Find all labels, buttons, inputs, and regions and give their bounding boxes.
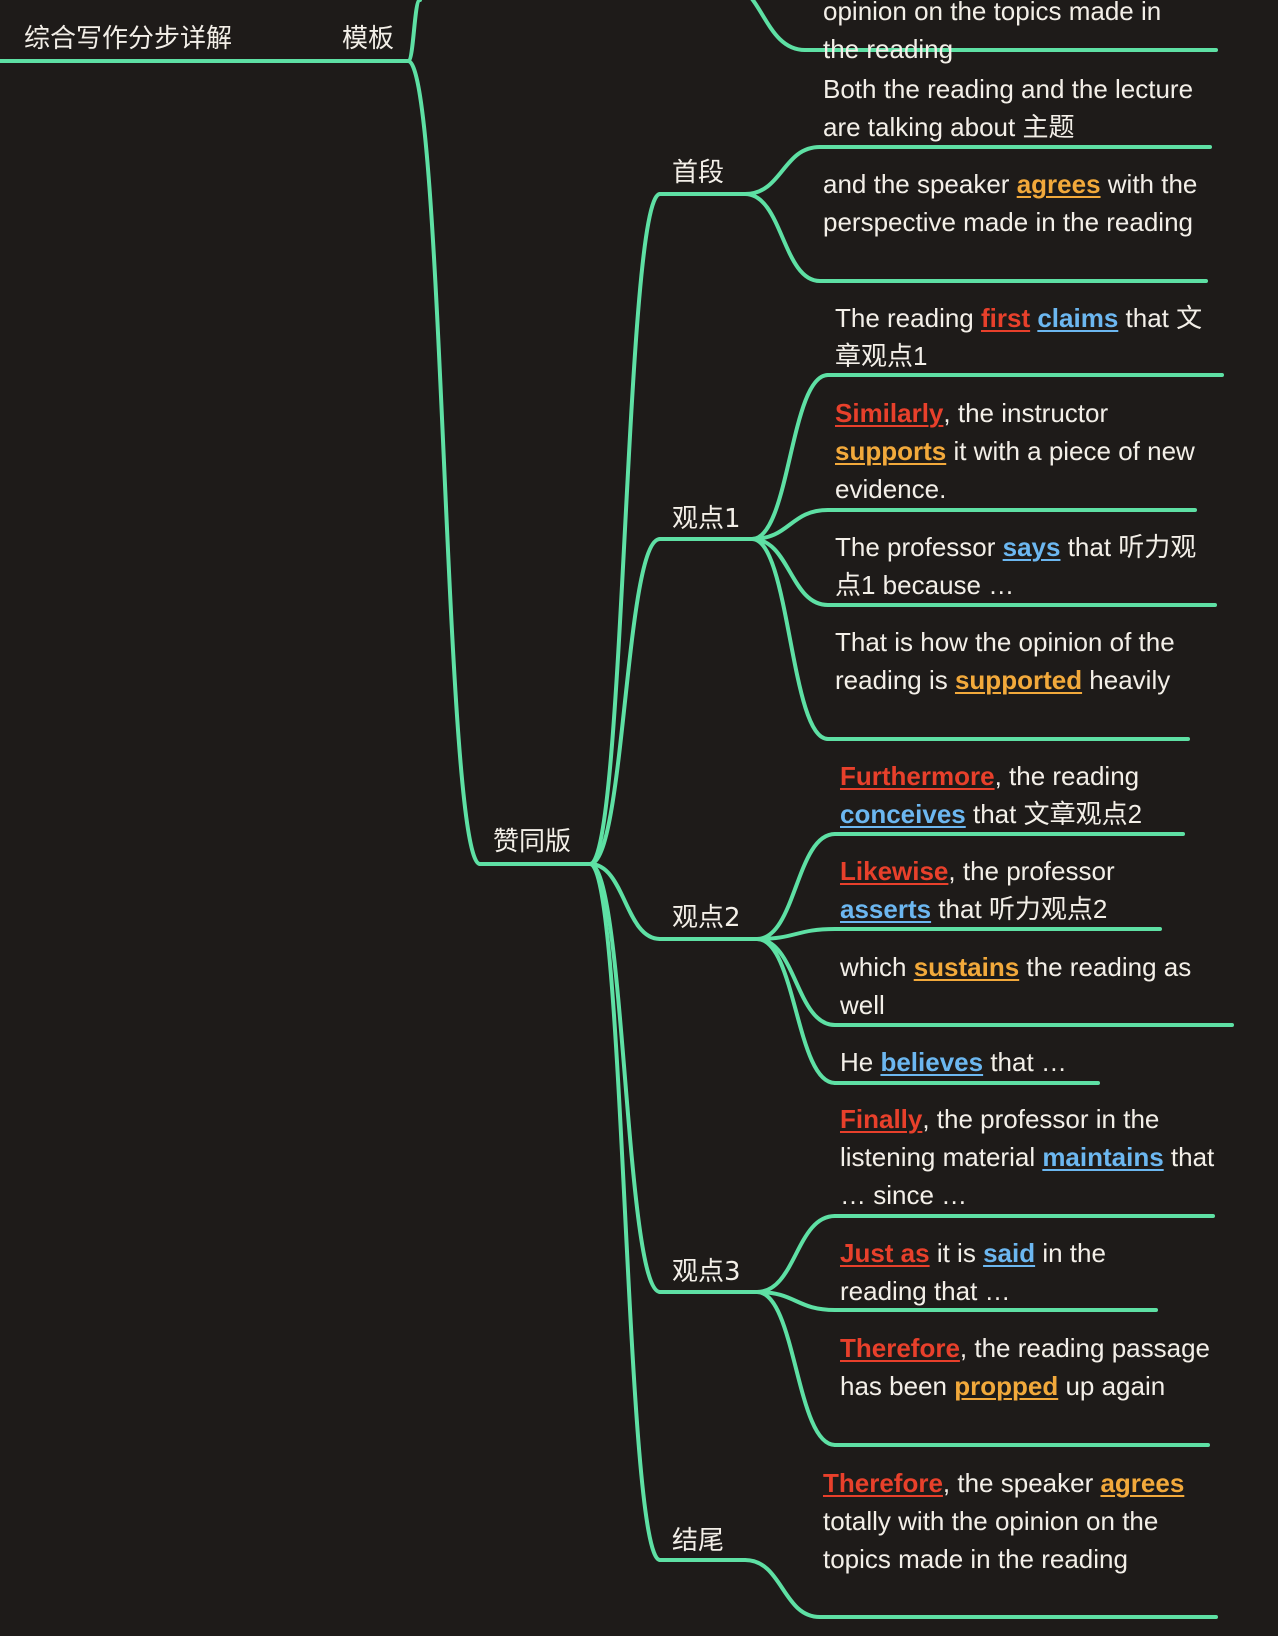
leaf-text: totally with the opinion on the topics m… [823, 1468, 1192, 1574]
keyword-orange: agrees [1100, 1468, 1185, 1498]
leaf-text: it with a piece of new evidence. [835, 436, 1203, 504]
branch-3-to-leaf-0 [755, 1214, 837, 1294]
leaf-text: that 听力观点1 because … [835, 532, 1197, 600]
hub-node-agree-version[interactable]: 赞同版 [493, 827, 572, 857]
leaf-intro-2[interactable]: and the speaker agrees with the perspect… [823, 165, 1208, 241]
leaf-text: in the reading that … [840, 1238, 1114, 1306]
branch-conclusion[interactable]: 结尾 [672, 1526, 725, 1556]
branch-point-2[interactable]: 观点2 [672, 903, 741, 933]
leaf-point1-2[interactable]: Similarly, the instructor supports it wi… [835, 394, 1195, 508]
hub-to-branch-1 [588, 537, 662, 866]
leaf-text: the reading as well [840, 952, 1199, 1020]
leaf-text: The reading [835, 303, 981, 333]
leaf-text: with the perspective made in the reading [823, 169, 1205, 237]
hub-to-branch-0 [588, 192, 662, 866]
leaf-point1-1[interactable]: The reading first claims that 文章观点1 [835, 299, 1210, 375]
keyword-red: Therefore [840, 1333, 960, 1363]
keyword-orange: agrees [1016, 169, 1101, 199]
leaf-text: Both the reading and the lecture are tal… [823, 74, 1201, 142]
leaf-point3-2[interactable]: Just as it is said in the reading that … [840, 1234, 1160, 1310]
leaf-conclusion-1[interactable]: Therefore, the speaker agrees totally wi… [823, 1464, 1208, 1578]
keyword-red: Finally [840, 1104, 923, 1134]
keyword-blue: asserts [840, 894, 932, 924]
keyword-blue: believes [880, 1047, 984, 1077]
leaf-text: He [840, 1047, 881, 1077]
leaf-text: , the professor [948, 856, 1122, 886]
branch-3-to-leaf-2 [755, 1290, 837, 1447]
leaf-text: that … [983, 1047, 1067, 1077]
branch-1-to-leaf-2 [750, 537, 830, 607]
hub-to-branch-4 [588, 862, 662, 1562]
leaf-point1-4[interactable]: That is how the opinion of the reading i… [835, 623, 1195, 699]
leaf-text: , the reading passage has been [840, 1333, 1218, 1401]
branch-2-to-leaf-0 [755, 832, 837, 941]
leaf-text: , the reading [994, 761, 1147, 791]
root-title[interactable]: 综合写作分步详解 [24, 24, 233, 54]
leaf-point1-3[interactable]: The professor says that 听力观点1 because … [835, 528, 1215, 604]
leaf-point2-3[interactable]: which sustains the reading as well [840, 948, 1235, 1024]
branch-point-3[interactable]: 观点3 [672, 1257, 741, 1287]
keyword-red: Just as [840, 1238, 930, 1268]
keyword-red: Therefore [823, 1468, 943, 1498]
leaf-intro-1[interactable]: Both the reading and the lecture are tal… [823, 70, 1208, 146]
keyword-orange: sustains [913, 952, 1020, 982]
leaf-text: , the speaker [942, 1468, 1101, 1498]
leaf-point2-2[interactable]: Likewise, the professor asserts that 听力观… [840, 852, 1170, 928]
leaf-text: that 听力观点2 [931, 894, 1108, 924]
leaf-text: that 文章观点2 [965, 799, 1143, 829]
leaf-text: That is how the opinion of the reading i… [835, 627, 1182, 695]
leaf-text: heavily [1082, 665, 1171, 695]
keyword-blue: said [983, 1238, 1036, 1268]
leaf-point2-1[interactable]: Furthermore, the reading conceives that … [840, 757, 1190, 833]
branch-1-to-leaf-0 [750, 373, 830, 541]
leaf-text: that 文章观点1 [835, 303, 1203, 371]
keyword-orange: supports [835, 436, 947, 466]
branch-0-to-leaf-0 [743, 145, 822, 196]
leaf-text: which [840, 952, 914, 982]
keyword-blue: says [1002, 532, 1061, 562]
leaf-text: , the professor in the listening materia… [840, 1104, 1167, 1172]
keyword-orange: supported [954, 665, 1083, 695]
branch-2-to-leaf-1 [755, 927, 837, 941]
leaf-text: The professor [835, 532, 1003, 562]
branch-0-to-leaf-1 [743, 192, 822, 283]
leaf-text: that … since … [840, 1142, 1222, 1210]
leaf-text: , the instructor [943, 398, 1116, 428]
branch-1-to-leaf-1 [750, 508, 830, 541]
branch-1-to-leaf-3 [750, 537, 830, 741]
leaf-text: and the speaker [823, 169, 1017, 199]
leaf-point2-4[interactable]: He believes that … [840, 1043, 1140, 1081]
leaf-point3-3[interactable]: Therefore, the reading passage has been … [840, 1329, 1215, 1405]
branch-3-to-leaf-1 [755, 1290, 837, 1312]
keyword-blue: claims [1037, 303, 1119, 333]
branch-4-to-leaf-0 [743, 1558, 822, 1619]
keyword-red: first [980, 303, 1031, 333]
keyword-red: Furthermore [840, 761, 995, 791]
keyword-orange: propped [954, 1371, 1059, 1401]
root-to-top [406, 0, 422, 63]
top-cutoff-connector [750, 0, 807, 52]
branch-point-1[interactable]: 观点1 [672, 504, 741, 534]
leaf-point3-1[interactable]: Finally, the professor in the listening … [840, 1100, 1220, 1214]
leaf-text: opinion on the topics made in the readin… [823, 0, 1169, 64]
branch-intro[interactable]: 首段 [672, 158, 725, 188]
keyword-blue: conceives [840, 799, 966, 829]
hub-to-branch-2 [588, 862, 662, 941]
keyword-red: Likewise [840, 856, 949, 886]
keyword-red: Similarly [835, 398, 944, 428]
leaf-text: up again [1058, 1371, 1166, 1401]
branch-2-to-leaf-3 [755, 937, 837, 1085]
hub-to-branch-3 [588, 862, 662, 1294]
root-to-hub [406, 59, 482, 866]
leaf-top-cutoff[interactable]: opinion on the topics made in the readin… [823, 0, 1203, 68]
keyword-blue: maintains [1042, 1142, 1164, 1172]
template-node[interactable]: 模板 [342, 24, 395, 54]
leaf-text: it is [929, 1238, 984, 1268]
